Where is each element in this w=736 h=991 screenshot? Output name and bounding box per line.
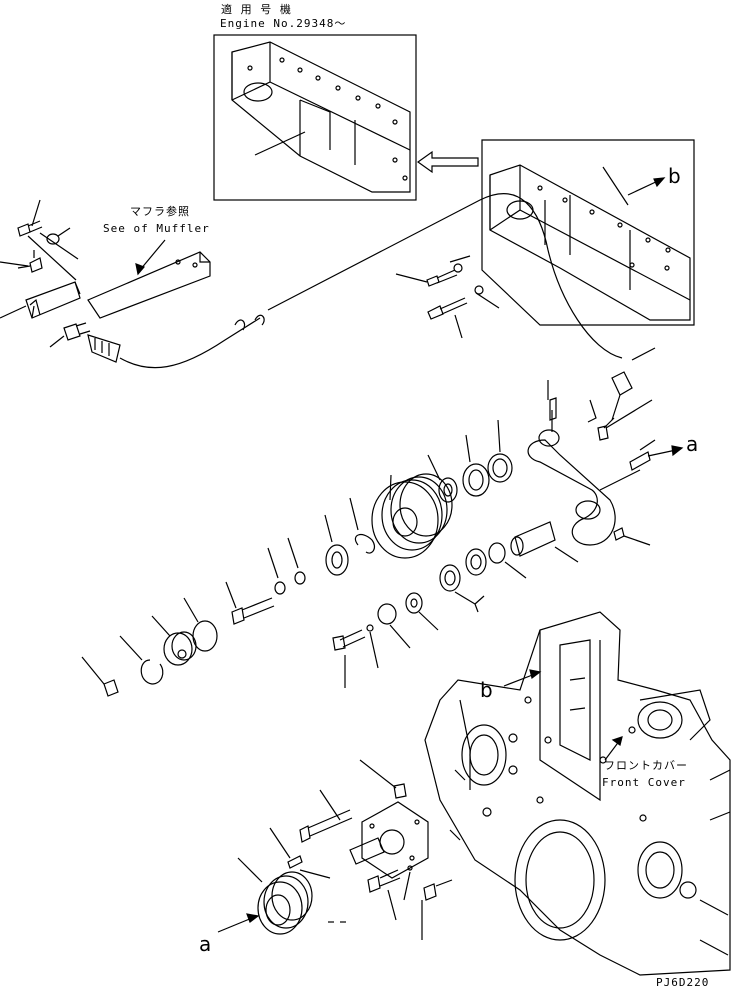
bracket-bolts: [395, 255, 500, 339]
muffler-label-en: See of Muffler: [103, 222, 210, 235]
ref-a-bottom: a: [199, 932, 212, 956]
ref-a-right: a: [686, 432, 699, 456]
replacement-arrow: [416, 150, 479, 174]
front-cover-label-en: Front Cover: [602, 776, 686, 789]
ref-b-top: b: [668, 164, 681, 188]
inset-bracket-box: [213, 34, 417, 201]
pulley-row: [81, 419, 579, 697]
muffler-bracket-area: [0, 199, 211, 363]
lever-assembly: [527, 380, 684, 546]
muffler-label-jp: マフラ参照: [130, 205, 190, 218]
serial-label-jp: 適 用 号 機: [221, 3, 292, 16]
control-cable: [119, 193, 656, 421]
front-cover-label-jp: フロントカバー: [604, 759, 688, 772]
ref-b-cover: b: [480, 678, 493, 702]
lower-left-parts: [217, 759, 453, 940]
front-cover: [424, 611, 731, 976]
serial-label-en: Engine No.29348～: [220, 17, 347, 30]
drawing-code: PJ6D220: [656, 976, 710, 989]
main-bracket-box: [481, 139, 695, 326]
